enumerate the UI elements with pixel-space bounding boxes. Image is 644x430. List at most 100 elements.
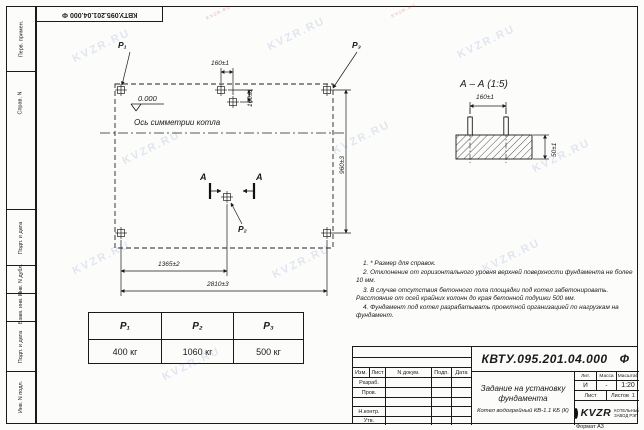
- watermark: KVZR.RU: [265, 14, 328, 54]
- strip-label: Взам. инв. N: [18, 291, 24, 324]
- section-cut-marks: [208, 183, 256, 199]
- load-table: P₁ P₂ P₃ 400 кг 1060 кг 500 кг: [88, 312, 304, 364]
- logo-cell: KVZR КОТЕЛЬНЫЙ ЗАВОД РЭП: [574, 400, 639, 425]
- logo-ring-icon: [575, 407, 578, 419]
- role-name-cell: [385, 397, 431, 406]
- strip-cell: Инв. N подл.: [7, 371, 35, 422]
- doc-title-cell: Задание на установку фундамента Котел во…: [471, 371, 574, 425]
- strip-cell: Инв. N дубл.: [7, 263, 35, 296]
- doc-title: Задание на установку фундамента: [480, 383, 566, 403]
- section-letter-left: А: [200, 172, 207, 182]
- dim-160-side: 160±1: [247, 88, 254, 107]
- strip-label: Подп. и дата: [18, 330, 24, 363]
- note-2: 2. Отклонение от горизонтального уровня …: [356, 269, 633, 285]
- corner-code: КВТУ.095.201.04.000 Ф: [61, 10, 138, 18]
- role-label: Н.контр.: [353, 406, 385, 416]
- doc-subtitle: Котел водогрейный КВ-1.1 КБ (К): [477, 407, 569, 414]
- elevation-mark: [130, 103, 164, 112]
- role-label: [353, 397, 385, 406]
- note-1: 1. * Размер для справок.: [363, 260, 436, 267]
- doc-number: КВТУ.095.201.04.000: [481, 352, 608, 366]
- scale-header: Масштаб: [616, 371, 639, 380]
- role-sign-cell: [431, 377, 451, 387]
- role-name-cell: [385, 387, 431, 397]
- scale-value: 1:20: [616, 380, 639, 390]
- revision-row: [353, 347, 471, 357]
- watermark-red: KVZR.RU: [390, 2, 417, 19]
- anchor-points: [115, 84, 333, 239]
- load-table-value: 1060 кг: [161, 339, 233, 364]
- load-table-header: P₂: [161, 313, 233, 339]
- elevation-label: 0.000: [138, 94, 157, 103]
- role-date-cell: [451, 406, 471, 416]
- logo-caption-line1: КОТЕЛЬНЫЙ: [614, 407, 639, 413]
- strip-cell: Взам. инв. N: [7, 291, 35, 324]
- role-name-cell: [385, 377, 431, 387]
- role-date-cell: [451, 416, 471, 425]
- role-sign-cell: [431, 406, 451, 416]
- rev-header: Подп.: [431, 367, 451, 377]
- sheets-value: 1: [631, 392, 635, 399]
- sheets-cell: Листов 1: [606, 390, 639, 400]
- revision-row: [353, 357, 471, 367]
- rev-header: Дата: [451, 367, 471, 377]
- section-view-title: А – А (1:5): [460, 79, 508, 90]
- role-label: Пров.: [353, 387, 385, 397]
- mass-value: -: [596, 380, 616, 390]
- watermark: KVZR.RU: [270, 242, 333, 282]
- section-letter-right: А: [256, 172, 263, 182]
- rev-header: N докум.: [385, 367, 431, 377]
- role-name-cell: [385, 406, 431, 416]
- mass-header: Масса: [596, 371, 616, 380]
- strip-label: Подп. и дата: [18, 221, 24, 254]
- doc-number-cell: КВТУ.095.201.04.000 Ф: [471, 347, 639, 371]
- dim-2810: 2810±3: [207, 281, 229, 288]
- role-sign-cell: [431, 416, 451, 425]
- logo-text: KVZR: [580, 407, 612, 419]
- strip-label: Справ. N: [18, 90, 24, 115]
- role-label: Утв.: [353, 416, 385, 425]
- watermark: KVZR.RU: [530, 136, 593, 176]
- role-date-cell: [451, 377, 471, 387]
- title-block: Изм. Лист N докум. Подп. Дата Разраб. Пр…: [352, 346, 639, 425]
- section-dim-50: 50±1: [551, 142, 558, 157]
- role-sign-cell: [431, 387, 451, 397]
- watermark: KVZR.RU: [330, 118, 393, 158]
- strip-cell: Подп. и дата: [7, 209, 35, 265]
- role-label: Разраб.: [353, 377, 385, 387]
- corner-code-box: КВТУ.095.201.04.000 Ф: [37, 7, 163, 22]
- watermark: KVZR.RU: [120, 128, 183, 168]
- rev-header: Изм.: [353, 367, 369, 377]
- format-label: Формат А3: [576, 424, 604, 430]
- p3-label: P₃: [352, 40, 361, 50]
- logo-caption: КОТЕЛЬНЫЙ ЗАВОД РЭП: [614, 408, 639, 418]
- logo-caption-line2: ЗАВОД РЭП: [614, 413, 639, 418]
- load-table-value: 500 кг: [233, 339, 303, 364]
- left-frame-strip: Перв. примен. Справ. N Подп. и дата Инв.…: [6, 6, 36, 424]
- strip-cell: Справ. N: [7, 71, 35, 133]
- lit-header: Лит.: [574, 371, 596, 380]
- boiler-outline: [100, 83, 347, 249]
- dim-960: 960±3: [339, 155, 346, 174]
- dim-160-top: 160±1: [211, 60, 230, 67]
- axis-label: Ось симметрии котла: [134, 118, 221, 127]
- watermark: KVZR.RU: [70, 238, 133, 278]
- role-date-cell: [451, 397, 471, 406]
- sheets-label: Листов: [611, 392, 629, 399]
- strip-label: Перв. примен.: [18, 20, 25, 58]
- note-3: 3. В случае отсутствия бетонного пола пл…: [356, 286, 609, 302]
- strip-cell: Перв. примен.: [7, 7, 35, 71]
- leader-lines: [120, 51, 358, 225]
- sheet-label: Лист: [574, 390, 606, 400]
- load-table-header: P₃: [233, 313, 303, 339]
- doc-suffix: Ф: [619, 352, 630, 366]
- strip-cell: Подп. и дата: [7, 321, 35, 371]
- note-4: 4. Фундамент под котел разрабатывать про…: [356, 303, 619, 320]
- load-table-header: P₁: [119, 320, 131, 332]
- role-sign-cell: [431, 397, 451, 406]
- watermark: KVZR.RU: [455, 22, 518, 62]
- role-name-cell: [385, 416, 431, 425]
- p1-label: P₁: [118, 40, 127, 50]
- section-view: [455, 102, 549, 163]
